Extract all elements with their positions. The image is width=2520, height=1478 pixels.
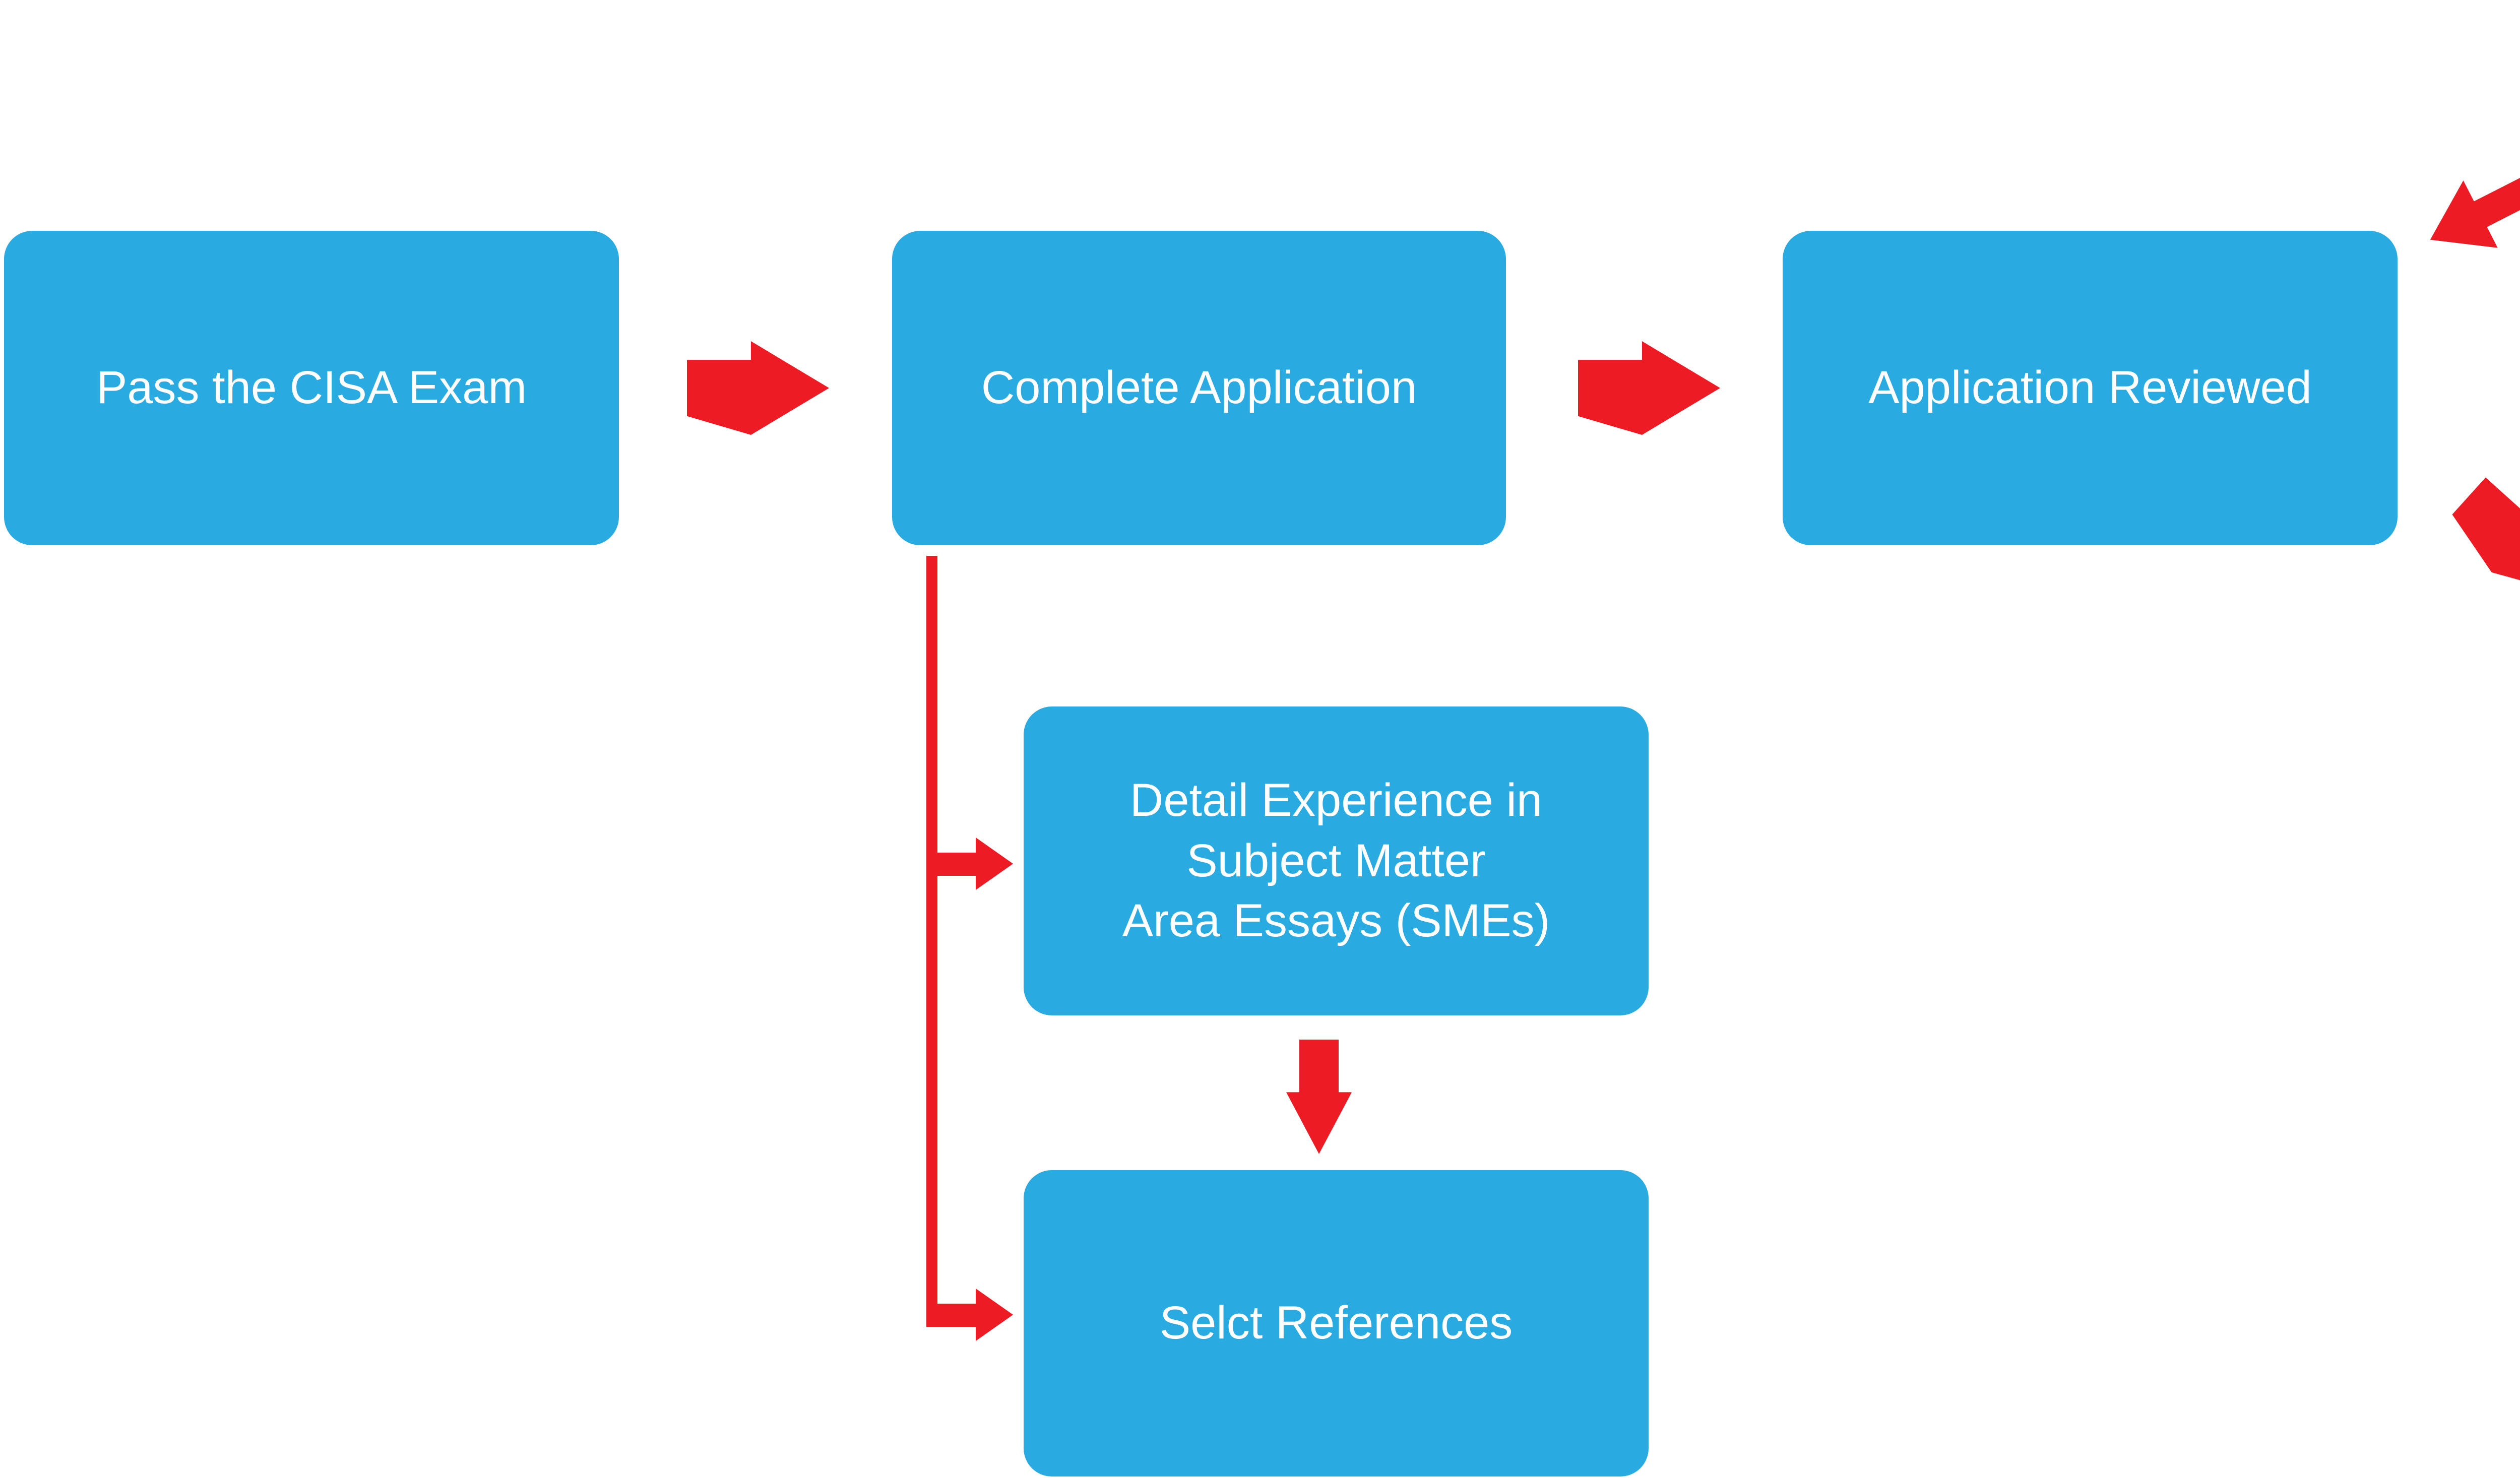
node-selct-references: Selct References <box>1024 1170 1649 1476</box>
branch-arrow-shaft <box>936 1304 976 1327</box>
arrow-right-icon <box>687 341 829 435</box>
node-complete-application: Complete Application <box>892 231 1506 545</box>
arrow-down-right-icon <box>2441 465 2520 628</box>
double-arrow-diagonal-icon <box>2413 114 2520 273</box>
branch-arrowhead-icon <box>976 1289 1013 1341</box>
connector-vertical-line <box>926 556 937 1327</box>
node-detail-experience-smes: Detail Experience in Subject Matter Area… <box>1024 706 1649 1015</box>
branch-arrow-shaft <box>936 853 976 876</box>
arrow-down-icon <box>1286 1040 1352 1154</box>
arrow-right-icon <box>1578 341 1720 435</box>
branch-arrowhead-icon <box>976 838 1013 890</box>
node-pass-cisa-exam: Pass the CISA Exam <box>4 231 619 545</box>
node-application-reviewed: Application Reviewed <box>1783 231 2398 545</box>
